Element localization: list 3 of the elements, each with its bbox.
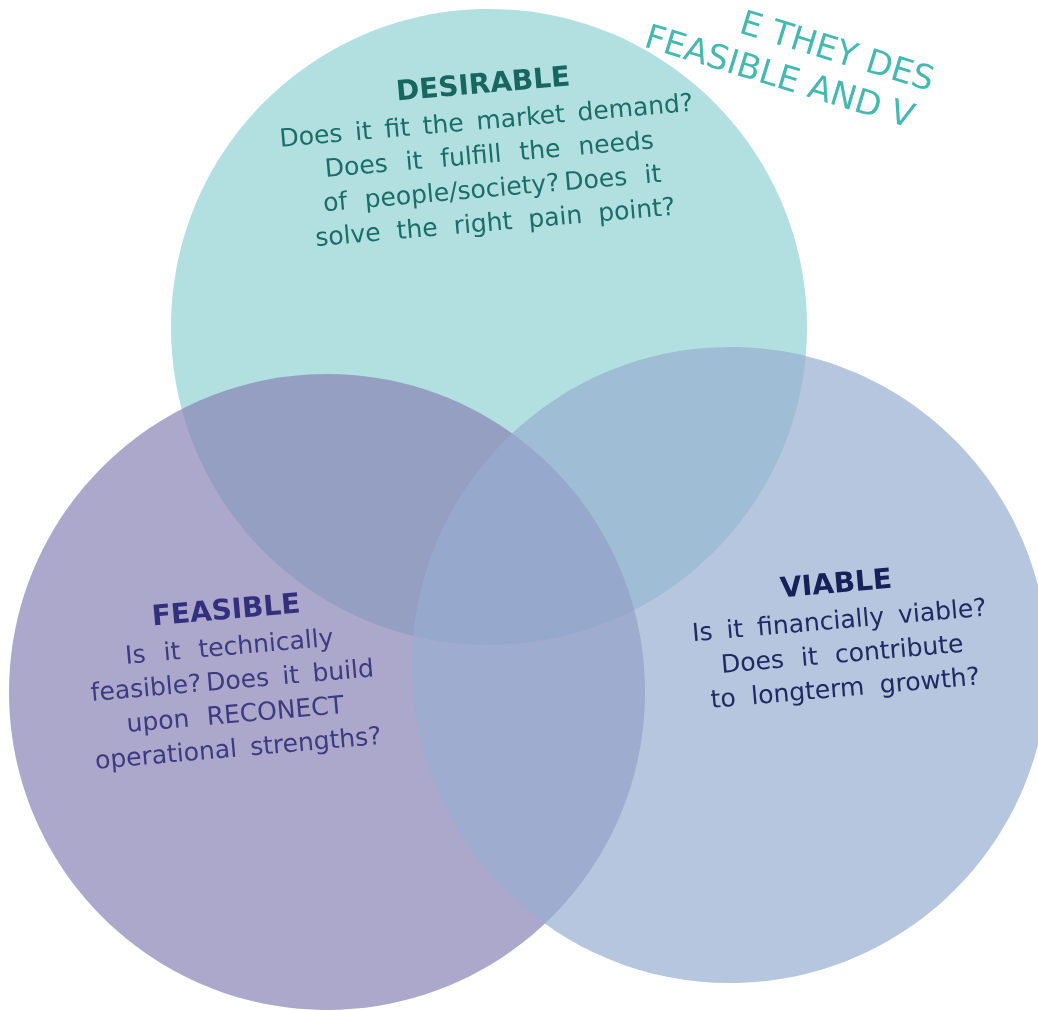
circle-text: FEASIBLE Is it technically feasible? Does it build upon RECONECT operational strengths?	[90, 592, 379, 773]
circle-text: VIABLE Is it financially viable? Does it contribute to longterm growth?	[693, 567, 985, 708]
circle-text: DESIRABLE Does it fit the market demand? Does it fulfill the needs of people/society? Does it solve the right pain point?	[281, 65, 691, 246]
